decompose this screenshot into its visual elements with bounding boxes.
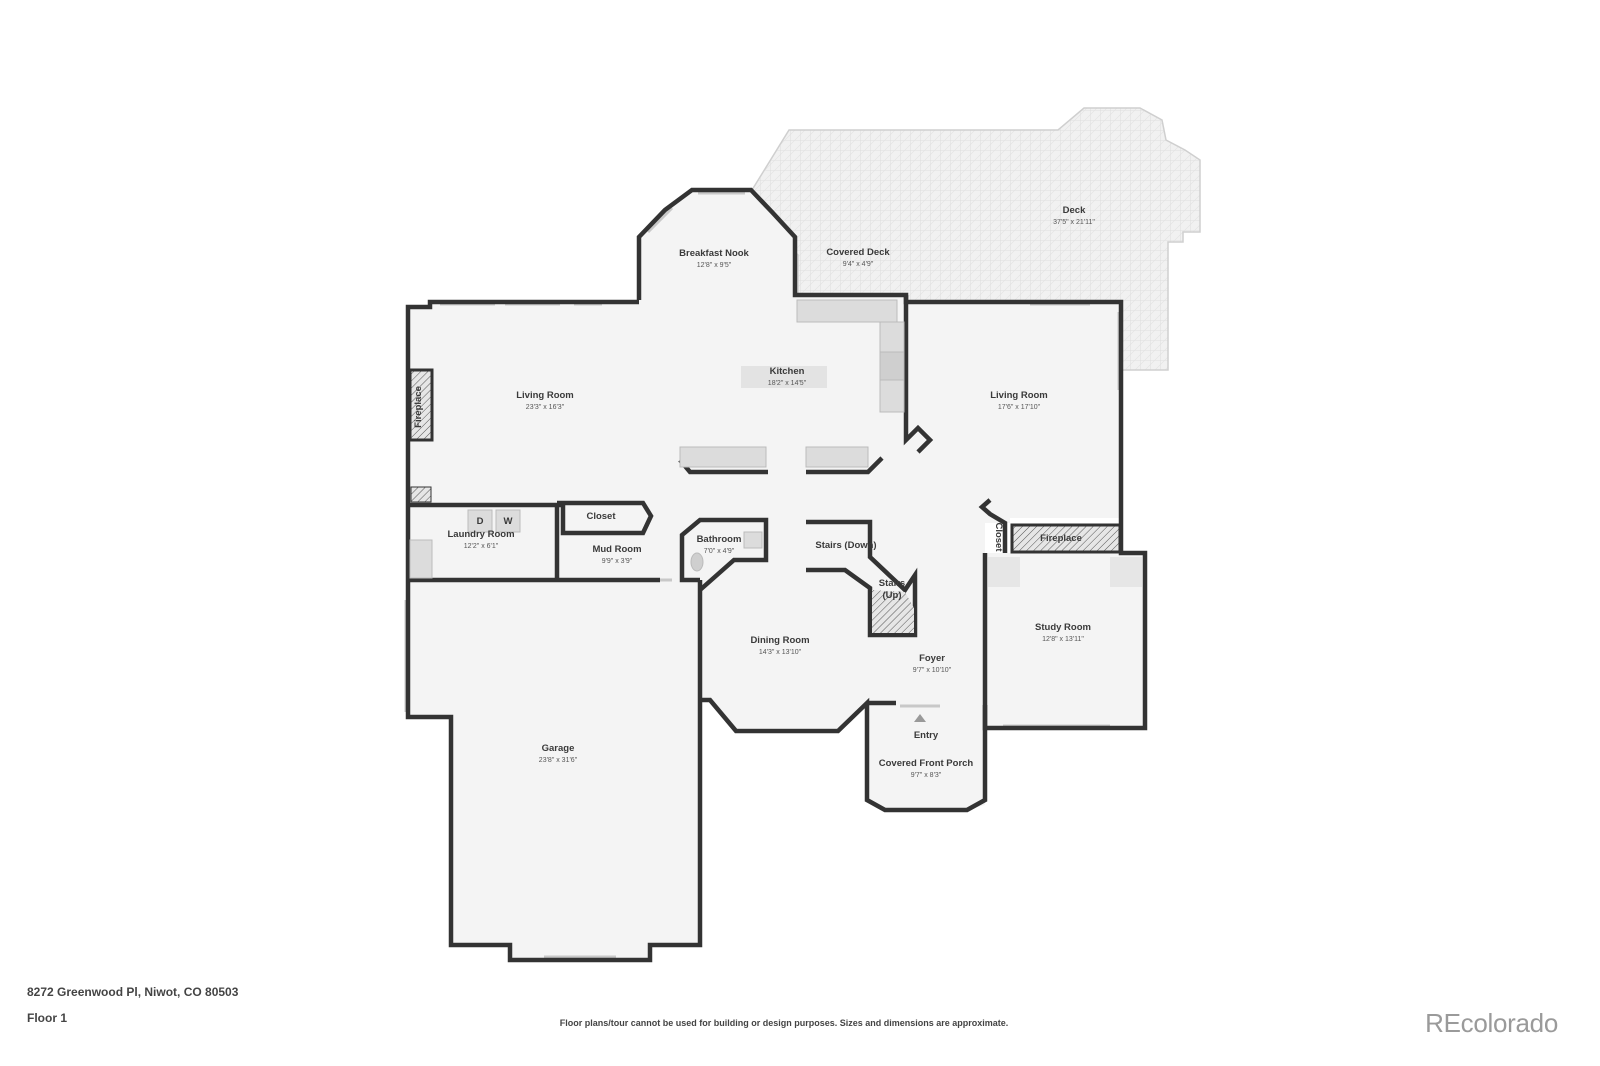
breakfast-nook-name: Breakfast Nook xyxy=(679,248,749,259)
cooktop xyxy=(879,351,905,381)
study-closet-right xyxy=(1110,557,1142,587)
laundry-dim: 12'2" x 6'1" xyxy=(464,543,499,550)
disclaimer-text: Floor plans/tour cannot be used for buil… xyxy=(559,1018,1009,1028)
kitchen-counter-top xyxy=(796,299,898,323)
mud-name: Mud Room xyxy=(592,544,641,555)
study-dim: 12'8" x 13'11" xyxy=(1042,636,1084,643)
study-closet-left xyxy=(988,557,1020,587)
deck-area xyxy=(749,107,1201,371)
floor-fill xyxy=(408,190,1145,960)
laundry-counter xyxy=(409,539,433,579)
kitchen-dim: 18'2" x 14'5" xyxy=(768,380,807,387)
brand-logo: REcolorado xyxy=(1425,1008,1558,1038)
living-room-right-dim: 17'6" x 17'10" xyxy=(998,404,1041,411)
property-address: 8272 Greenwood Pl, Niwot, CO 80503 xyxy=(27,985,239,999)
kitchen-island xyxy=(741,366,827,388)
stairs-hatching xyxy=(872,590,914,633)
stairs-up-label-1: Stairs xyxy=(879,578,905,589)
deck-name: Deck xyxy=(1063,205,1086,216)
room-labels: Deck 37'5" x 21'11" Covered Deck 9'4" x … xyxy=(413,205,1095,779)
porch-dim: 9'7" x 8'3" xyxy=(911,772,942,779)
floor-label: Floor 1 xyxy=(27,1011,68,1025)
living-room-left-name: Living Room xyxy=(516,390,574,401)
kitchen-name: Kitchen xyxy=(770,366,805,377)
fireplace-left-label: Fireplace xyxy=(413,386,424,428)
garage-dim: 23'8" x 31'6" xyxy=(539,757,578,764)
closet-left-label: Closet xyxy=(586,511,616,522)
toilet xyxy=(690,552,704,572)
bathroom-dim: 7'0" x 4'9" xyxy=(704,548,735,555)
fixtures xyxy=(409,299,1142,722)
living-room-left-dim: 23'3" x 16'3" xyxy=(526,404,565,411)
bathroom-name: Bathroom xyxy=(697,534,742,545)
covered-deck-dim: 9'4" x 4'9" xyxy=(843,261,874,268)
bath-sink xyxy=(743,531,763,549)
washer xyxy=(495,509,521,533)
foyer-dim: 9'7" x 10'10" xyxy=(913,667,952,674)
floor-plan: Deck 37'5" x 21'11" Covered Deck 9'4" x … xyxy=(404,107,1201,963)
dryer-label: D xyxy=(477,516,484,527)
dining-dim: 14'3" x 13'10" xyxy=(759,649,802,656)
living-room-right-name: Living Room xyxy=(990,390,1048,401)
study-name: Study Room xyxy=(1035,622,1091,633)
stairs-up-label-2: (Up) xyxy=(883,590,902,601)
peninsula-right xyxy=(805,446,869,468)
laundry-name: Laundry Room xyxy=(447,529,514,540)
entry-arrow xyxy=(914,714,926,722)
stairs-down-label: Stairs (Down) xyxy=(815,540,876,551)
porch-name: Covered Front Porch xyxy=(879,758,974,769)
foyer-name: Foyer xyxy=(919,653,945,664)
garage-name: Garage xyxy=(542,743,575,754)
dining-name: Dining Room xyxy=(750,635,809,646)
deck-dim: 37'5" x 21'11" xyxy=(1053,219,1095,226)
mud-dim: 9'9" x 3'9" xyxy=(602,558,633,565)
covered-deck-name: Covered Deck xyxy=(826,247,890,258)
peninsula-left xyxy=(679,446,767,468)
breakfast-nook-dim: 12'8" x 9'5" xyxy=(697,262,732,269)
washer-label: W xyxy=(504,516,513,527)
walls xyxy=(405,187,1148,963)
fireplace-right-label: Fireplace xyxy=(1040,533,1082,544)
closet-right-label: Closet xyxy=(993,522,1004,552)
entry-label: Entry xyxy=(914,730,939,741)
dryer xyxy=(467,509,493,533)
